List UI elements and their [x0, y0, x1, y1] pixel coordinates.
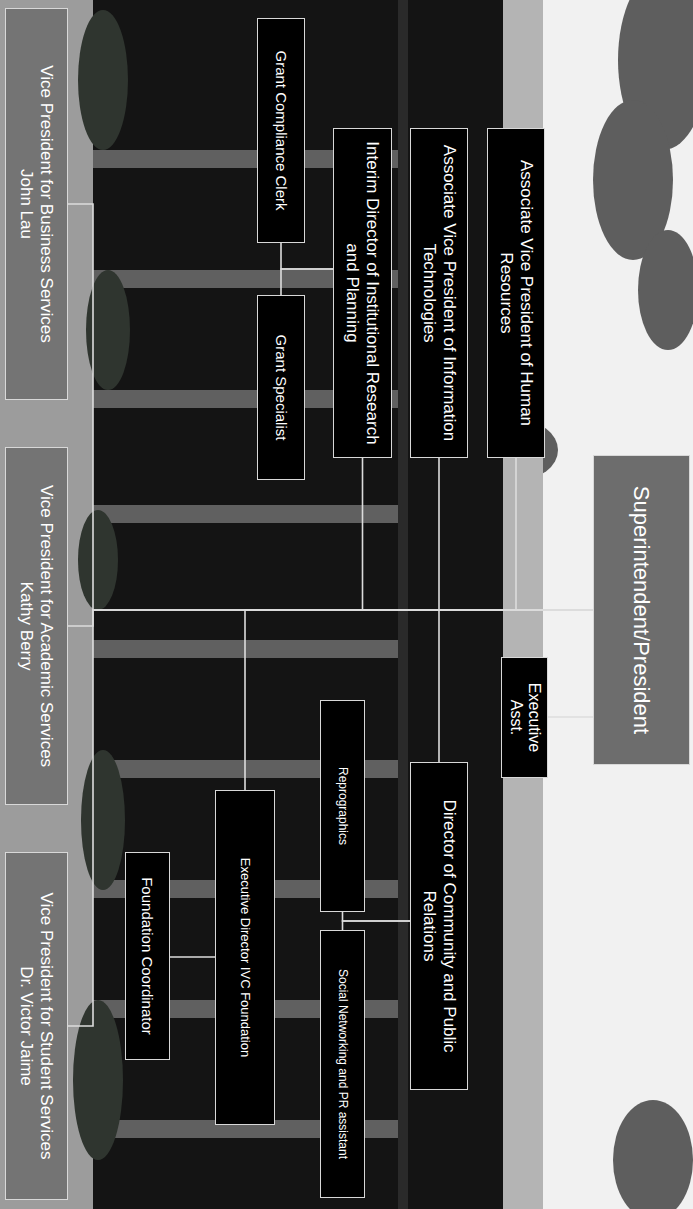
staff-box: Executive Asst.: [501, 657, 548, 778]
org-connector: [170, 956, 215, 958]
org-connector: [281, 269, 333, 295]
box-label: Kathy Berry: [17, 582, 37, 671]
building-beam: [398, 0, 408, 1209]
ground: [0, 0, 93, 1209]
department-box: Associate Vice President of Information …: [410, 128, 468, 458]
department-box: Interim Director of Institutional Resear…: [333, 128, 392, 458]
vp-box: Vice President for Business ServicesJohn…: [5, 8, 68, 400]
box-label: John Lau: [17, 169, 37, 239]
box-label: Superintendent/President: [629, 486, 654, 734]
box-label: Executive Director IVC Foundation: [238, 858, 253, 1057]
org-connector: [439, 458, 593, 610]
vp-box: Vice President for Student ServicesDr. V…: [5, 852, 68, 1200]
org-connector: [363, 458, 594, 610]
president-box: Superintendent/President: [593, 455, 690, 765]
box-label: Reprographics: [336, 767, 350, 845]
box-label: Grant Specialist: [272, 335, 289, 441]
staff-box: Grant Compliance Clerk: [257, 18, 305, 243]
box-label: Vice President for Academic Services: [37, 485, 57, 767]
vp-box: Vice President for Academic ServicesKath…: [5, 447, 68, 805]
box-label: Vice President for Business Services: [37, 65, 57, 342]
building: [83, 0, 503, 1209]
box-label: Associate Vice President of Information …: [419, 137, 458, 449]
box-label: Director of Community and Public Relatio…: [419, 771, 458, 1081]
org-connector: [68, 610, 593, 626]
org-connector: [548, 716, 593, 718]
department-box: Director of Community and Public Relatio…: [410, 762, 468, 1090]
box-label: Foundation Coordinator: [139, 877, 156, 1035]
staff-box: Foundation Coordinator: [125, 852, 170, 1060]
org-connector: [343, 921, 411, 930]
box-label: Interim Director of Institutional Resear…: [343, 137, 382, 449]
box-label: Associate Vice President of Human Resour…: [496, 137, 535, 449]
staff-box: Grant Specialist: [257, 295, 305, 480]
box-label: Dr. Victor Jaime: [17, 966, 37, 1086]
staff-box: Social Networking and PR assistant: [320, 930, 365, 1198]
org-connector: [516, 458, 593, 610]
department-box: Associate Vice President of Human Resour…: [487, 128, 545, 458]
staff-box: Reprographics: [320, 700, 365, 912]
org-connector: [281, 243, 333, 269]
box-label: Social Networking and PR assistant: [336, 969, 350, 1159]
box-label: Executive Asst.: [506, 666, 543, 769]
department-box: Executive Director IVC Foundation: [215, 790, 275, 1125]
shrubs: [73, 10, 130, 1160]
org-connector: [343, 912, 411, 921]
tree-foliage: [478, 0, 693, 1209]
box-label: Vice President for Student Services: [37, 892, 57, 1159]
box-label: Grant Compliance Clerk: [272, 50, 289, 210]
